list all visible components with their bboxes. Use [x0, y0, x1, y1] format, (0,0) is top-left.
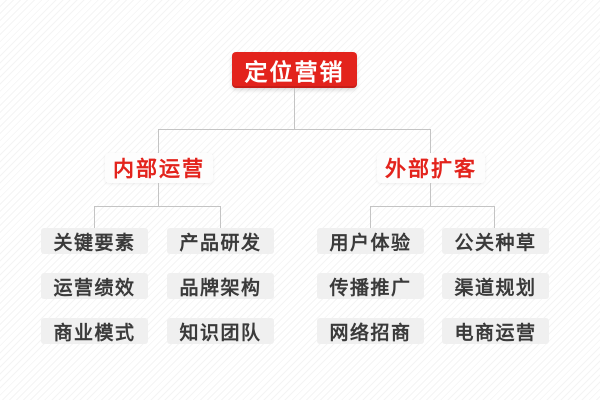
leaf-node: 渠道规划: [442, 273, 549, 299]
leaf-group-external: 用户体验 公关种草 传播推广 渠道规划 网络招商 电商运营: [317, 228, 549, 344]
leaf-node: 电商运营: [442, 318, 549, 344]
leaf-node: 网络招商: [317, 318, 424, 344]
leaf-node: 公关种草: [442, 228, 549, 254]
connector-line: [94, 206, 221, 207]
leaf-node: 产品研发: [167, 228, 274, 254]
leaf-node: 传播推广: [317, 273, 424, 299]
root-node: 定位营销: [232, 52, 357, 88]
connector-line: [370, 206, 495, 207]
connector-line: [158, 129, 431, 130]
branch-node-internal-operations: 内部运营: [105, 153, 213, 183]
connector-line: [158, 183, 159, 207]
connector-line: [158, 129, 159, 153]
connector-line: [94, 206, 95, 228]
connector-line: [430, 129, 431, 153]
connector-line: [294, 88, 295, 129]
connector-line: [370, 206, 371, 228]
leaf-group-internal: 关键要素 产品研发 运营绩效 品牌架构 商业模式 知识团队: [41, 228, 274, 344]
leaf-node: 运营绩效: [41, 273, 148, 299]
leaf-node: 关键要素: [41, 228, 148, 254]
leaf-node: 品牌架构: [167, 273, 274, 299]
leaf-node: 用户体验: [317, 228, 424, 254]
connector-line: [220, 206, 221, 228]
leaf-node: 知识团队: [167, 318, 274, 344]
branch-node-external-expansion: 外部扩客: [377, 153, 485, 183]
connector-line: [430, 183, 431, 207]
connector-line: [494, 206, 495, 228]
leaf-node: 商业模式: [41, 318, 148, 344]
